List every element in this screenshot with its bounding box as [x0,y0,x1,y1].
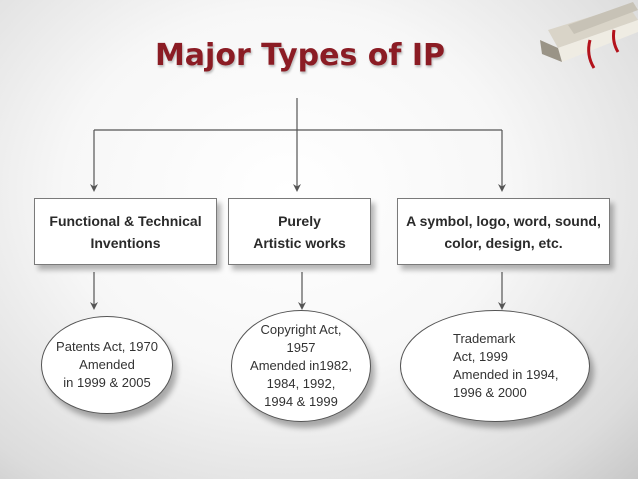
category-box-symbol: A symbol, logo, word, sound, color, desi… [397,198,610,265]
category-box-functional: Functional & Technical Inventions [34,198,217,265]
act-line: Amended in1982, [250,358,352,373]
category-line: A symbol, logo, word, sound, [406,212,601,229]
act-oval-copyright: Copyright Act, 1957 Amended in1982, 1984… [231,310,371,422]
act-line: 1994 & 1999 [264,394,338,409]
act-oval-trademark: Trademark Act, 1999 Amended in 1994, 199… [400,310,590,422]
category-line: Inventions [90,234,161,251]
act-line: Act, 1999 [453,349,508,364]
act-line: Patents Act, 1970 [56,339,158,354]
act-line: Copyright Act, [260,322,342,337]
act-line: Amended in 1994, [453,367,559,382]
category-line: Purely [278,212,321,229]
act-oval-patents: Patents Act, 1970 Amended in 1999 & 2005 [41,316,173,414]
category-line: color, design, etc. [444,234,563,251]
act-line: in 1999 & 2005 [63,375,151,390]
act-line: Amended [79,357,135,372]
category-line: Artistic works [253,234,346,251]
act-line: 1984, 1992, [266,376,336,391]
act-line: Trademark [453,331,516,346]
category-line: Functional & Technical [49,212,202,229]
act-line: 1957 [286,340,316,355]
category-box-artistic: Purely Artistic works [228,198,371,265]
act-line: 1996 & 2000 [453,385,527,400]
book-decoration-icon [540,2,638,69]
page-title: Major Types of IP [154,38,446,73]
